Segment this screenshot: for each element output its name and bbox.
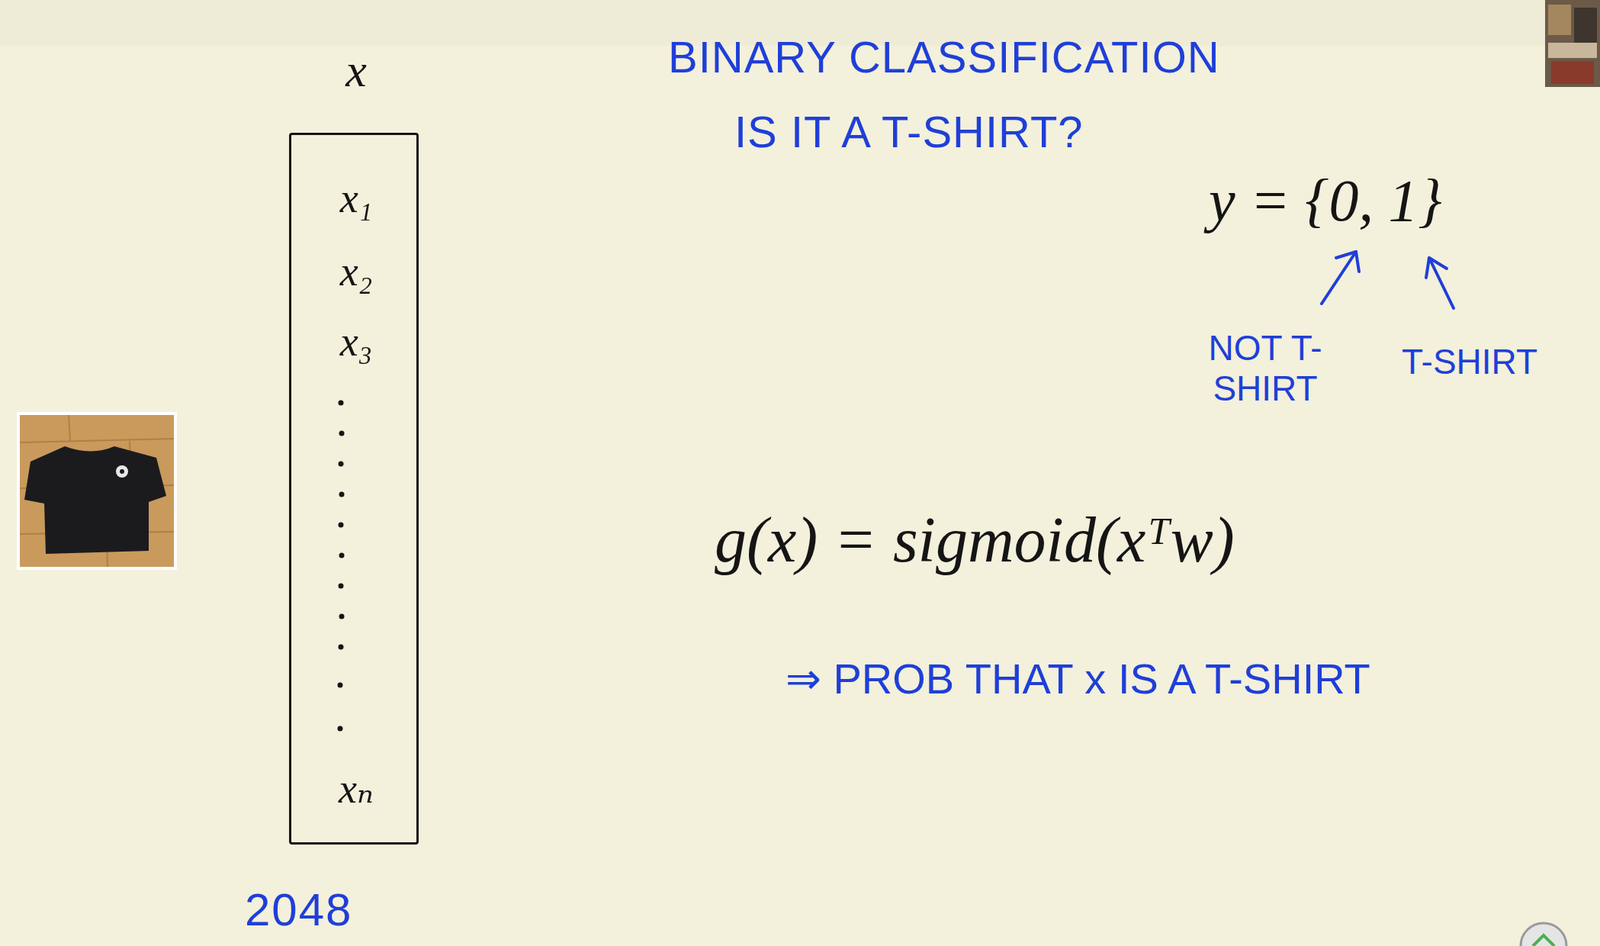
tshirt-logo-dot [119, 469, 125, 474]
arrow-to-one-head [1426, 257, 1447, 278]
vector-entry: x₁ [340, 174, 373, 222]
leader-arrows [1321, 251, 1454, 309]
vector-entry: x₃ [340, 318, 373, 366]
vector-box: xx₁x₂x₃xₙ [289, 132, 419, 845]
vector-entry: xₙ [338, 764, 374, 813]
photo-frame [16, 411, 177, 570]
title: BINARY CLASSIFICATION [668, 32, 1221, 84]
wood-floor [19, 414, 174, 567]
tshirt-logo [115, 465, 129, 478]
webcam-thumbnail [1545, 0, 1600, 87]
vector-entry: x₂ [340, 247, 373, 296]
label-set: y = {0, 1} [1208, 166, 1443, 235]
class-label: T-SHIRT [1401, 341, 1538, 383]
question-text: IS IT A T-SHIRT? [734, 106, 1084, 158]
formula-meaning: ⇒ PROB THAT x IS A T-SHIRT [785, 654, 1371, 704]
dimension-label: 2048 [244, 883, 353, 936]
vector-dots [337, 400, 345, 732]
arrow-to-zero [1321, 251, 1356, 304]
floor-boards [19, 414, 174, 567]
vector-name: x [345, 43, 367, 98]
tshirt-photo [16, 411, 177, 570]
model-formula: g(x) = sigmoid(xᵀw) [714, 503, 1235, 578]
corner-icon [1520, 922, 1567, 946]
tshirt-shape [24, 446, 167, 554]
class-label: NOT T-SHIRT [1169, 327, 1361, 409]
arrow-to-zero-head [1336, 251, 1360, 272]
